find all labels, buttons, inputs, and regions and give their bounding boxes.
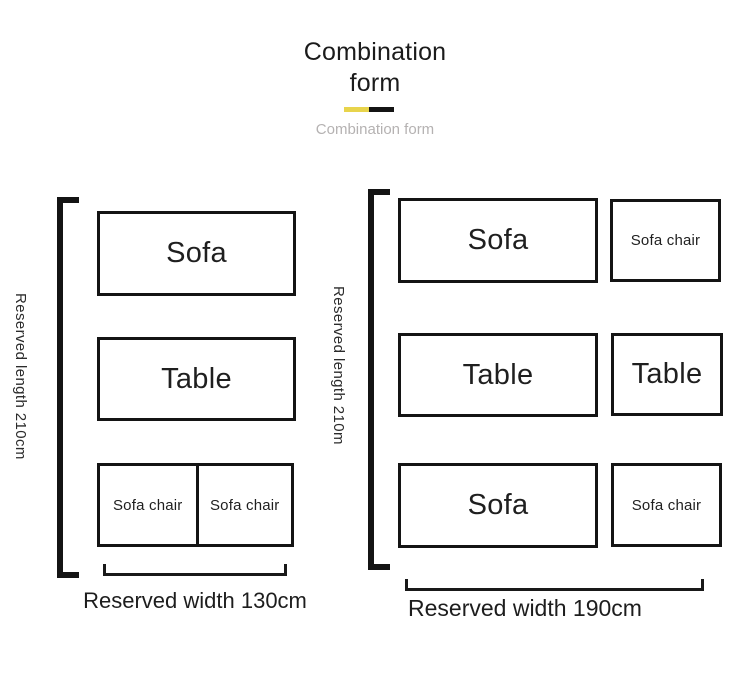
- divider-black-segment: [369, 107, 394, 112]
- left-sofa-chair-pair-box: Sofa chair Sofa chair: [97, 463, 294, 547]
- left-length-bracket: [57, 197, 79, 578]
- left-sofa-chair-box-1: Sofa chair: [100, 466, 196, 544]
- right-sofa-top-label: Sofa: [467, 224, 529, 256]
- right-sofa-chair-bottom-box: Sofa chair: [611, 463, 722, 547]
- right-table-left-label: Table: [462, 358, 534, 391]
- right-table-left-box: Table: [398, 333, 598, 417]
- left-sofa-box: Sofa: [97, 211, 296, 296]
- right-sofa-chair-top-box: Sofa chair: [610, 199, 721, 282]
- left-sofa-label: Sofa: [166, 237, 227, 269]
- right-length-label: Reserved length 210m: [330, 285, 347, 445]
- right-width-label: Reserved width 190cm: [408, 595, 642, 621]
- right-sofa-chair-top-label: Sofa chair: [630, 232, 701, 249]
- left-width-bracket: [103, 564, 287, 576]
- divider-yellow-segment: [344, 107, 369, 112]
- left-table-box: Table: [97, 337, 296, 421]
- right-sofa-chair-bottom-label: Sofa chair: [631, 496, 702, 514]
- right-sofa-bottom-box: Sofa: [398, 463, 598, 548]
- right-length-bracket: [368, 189, 390, 570]
- right-table-right-box: Table: [611, 333, 723, 416]
- left-sofa-chair-box-2: Sofa chair: [195, 466, 292, 544]
- right-sofa-top-box: Sofa: [398, 198, 598, 283]
- left-sofa-chair-label-2: Sofa chair: [209, 496, 280, 514]
- right-sofa-bottom-label: Sofa: [467, 489, 529, 521]
- left-table-label: Table: [161, 362, 232, 395]
- title-divider: [344, 107, 394, 112]
- right-table-right-label: Table: [631, 358, 703, 390]
- left-width-label: Reserved width 130cm: [83, 588, 307, 613]
- left-sofa-chair-label-1: Sofa chair: [112, 496, 183, 514]
- subtitle: Combination form: [315, 121, 435, 138]
- left-length-label: Reserved length 210cm: [12, 292, 29, 460]
- right-width-bracket: [405, 579, 704, 591]
- page-title: Combination form: [303, 38, 447, 97]
